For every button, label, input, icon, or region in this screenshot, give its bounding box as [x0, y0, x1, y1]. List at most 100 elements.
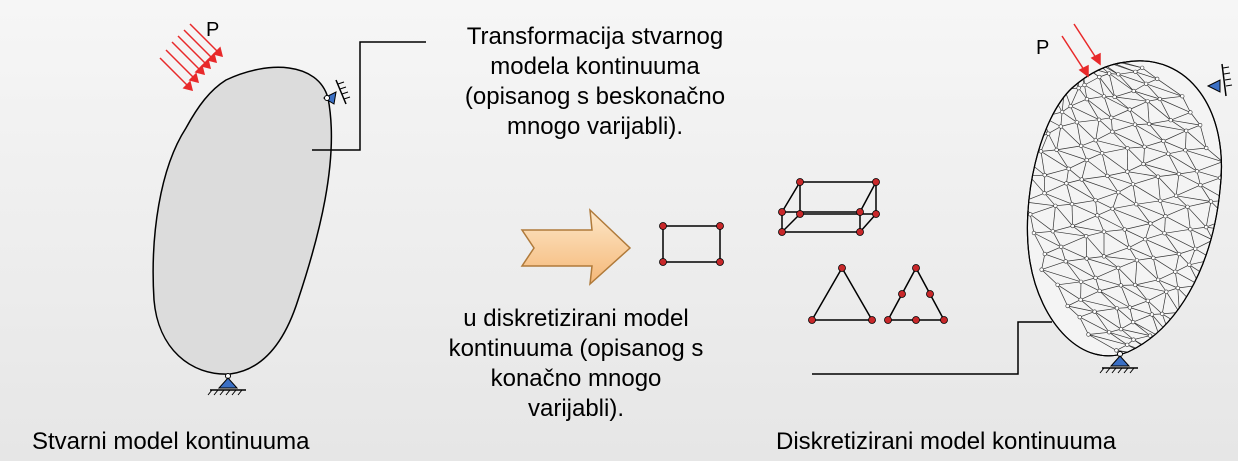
mesh-node — [1164, 214, 1168, 218]
mesh-node — [1102, 95, 1106, 99]
mesh-node — [1209, 200, 1213, 204]
mesh-node — [1069, 104, 1073, 108]
text-line: modela kontinuuma — [400, 52, 790, 82]
mesh-node — [1146, 299, 1150, 303]
mesh-node — [1156, 278, 1160, 282]
mesh-node — [1184, 148, 1188, 152]
mesh-node — [1055, 148, 1059, 152]
text-line: varijabli). — [396, 394, 756, 424]
mesh-node — [1144, 82, 1148, 86]
mesh-node — [1195, 169, 1199, 173]
mesh-node — [1159, 199, 1163, 203]
mesh-node — [1084, 234, 1088, 238]
mesh-node — [1065, 182, 1069, 186]
mesh-node — [1040, 268, 1044, 272]
mesh-node — [1158, 97, 1162, 101]
mesh-node — [1117, 73, 1121, 77]
mesh-node — [1116, 266, 1120, 270]
mesh-node — [1132, 89, 1136, 93]
mesh-node — [1134, 70, 1138, 74]
mesh-node — [1162, 139, 1166, 143]
mesh-node — [1204, 225, 1208, 229]
mesh-node — [1176, 286, 1180, 290]
mesh-node — [1060, 110, 1064, 114]
mesh-node — [1205, 146, 1209, 150]
mesh-node — [1174, 270, 1178, 274]
caption-real-model: Stvarni model kontinuuma — [32, 428, 309, 456]
mesh-node — [1098, 75, 1102, 79]
mesh-node — [1188, 263, 1192, 267]
mesh-node — [1043, 252, 1047, 256]
mesh-node — [1133, 283, 1137, 287]
mesh-node — [1155, 77, 1159, 81]
mesh-node — [1165, 290, 1169, 294]
mesh-node — [1098, 289, 1102, 293]
mesh-node — [1107, 331, 1111, 335]
mesh-node — [1181, 95, 1185, 99]
mesh-node — [1117, 191, 1121, 195]
mesh-node — [1186, 205, 1190, 209]
mesh-node — [1106, 174, 1110, 178]
mesh-node — [1064, 260, 1068, 264]
mesh-node — [1071, 224, 1075, 228]
text-line: (opisanog s beskonačno — [400, 82, 790, 112]
mesh-node — [1043, 173, 1047, 177]
mesh-node — [1189, 228, 1193, 232]
text-transformation: Transformacija stvarnog modela kontinuum… — [400, 22, 790, 142]
mesh-node — [1156, 175, 1160, 179]
mesh-node — [1177, 252, 1181, 256]
mesh-node — [1142, 162, 1146, 166]
mesh-node — [1125, 343, 1129, 347]
mesh-node — [1111, 130, 1115, 134]
mesh-node — [1115, 349, 1119, 353]
mesh-node — [1149, 222, 1153, 226]
mesh-node — [1169, 118, 1173, 122]
mesh-node — [1119, 327, 1123, 331]
text-discretized: u diskretizirani model kontinuuma (opisa… — [396, 304, 756, 424]
mesh-node — [1115, 307, 1119, 311]
caption-discretized-model: Diskretizirani model kontinuuma — [776, 428, 1116, 456]
mesh-node — [1059, 245, 1063, 249]
mesh-node — [1144, 237, 1148, 241]
mesh-node — [1094, 139, 1098, 143]
mesh-node — [1070, 202, 1074, 206]
mesh-node — [1094, 199, 1098, 203]
load-label-left: P — [206, 19, 219, 41]
mesh-node — [1029, 213, 1033, 217]
mesh-node — [1043, 191, 1047, 195]
mesh-node — [1079, 144, 1083, 148]
mesh-node — [1032, 231, 1036, 235]
mesh-node — [1054, 204, 1058, 208]
mesh-node — [1079, 280, 1083, 284]
mesh-node — [1059, 125, 1063, 129]
mesh-node — [1100, 151, 1104, 155]
mesh-node — [1147, 122, 1151, 126]
mesh-node — [1113, 95, 1117, 99]
mesh-node — [1085, 158, 1089, 162]
mesh-node — [1199, 183, 1203, 187]
mesh-node — [1085, 97, 1089, 101]
text-line: kontinuuma (opisanog s — [396, 334, 756, 364]
mesh-node — [1135, 259, 1139, 263]
mesh-node — [1126, 170, 1130, 174]
mesh-node — [1163, 232, 1167, 236]
mesh-node — [1110, 116, 1114, 120]
mesh-node — [1131, 183, 1135, 187]
mesh-node — [1102, 230, 1106, 234]
mesh-node — [1119, 284, 1123, 288]
mesh-node — [1075, 121, 1079, 125]
load-label-right: P — [1036, 37, 1049, 59]
mesh-node — [1134, 203, 1138, 207]
mesh-node — [1177, 172, 1181, 176]
mesh-node — [1094, 276, 1098, 280]
mesh-node — [1160, 312, 1164, 316]
mesh-node — [1078, 315, 1082, 319]
mesh-node — [1096, 214, 1100, 218]
mesh-node — [1097, 118, 1101, 122]
mesh-node — [1079, 298, 1083, 302]
text-line: u diskretizirani model — [396, 304, 756, 334]
mesh-node — [1126, 146, 1130, 150]
mesh-node — [1039, 150, 1043, 154]
text-line: mnogo varijabli). — [400, 112, 790, 142]
